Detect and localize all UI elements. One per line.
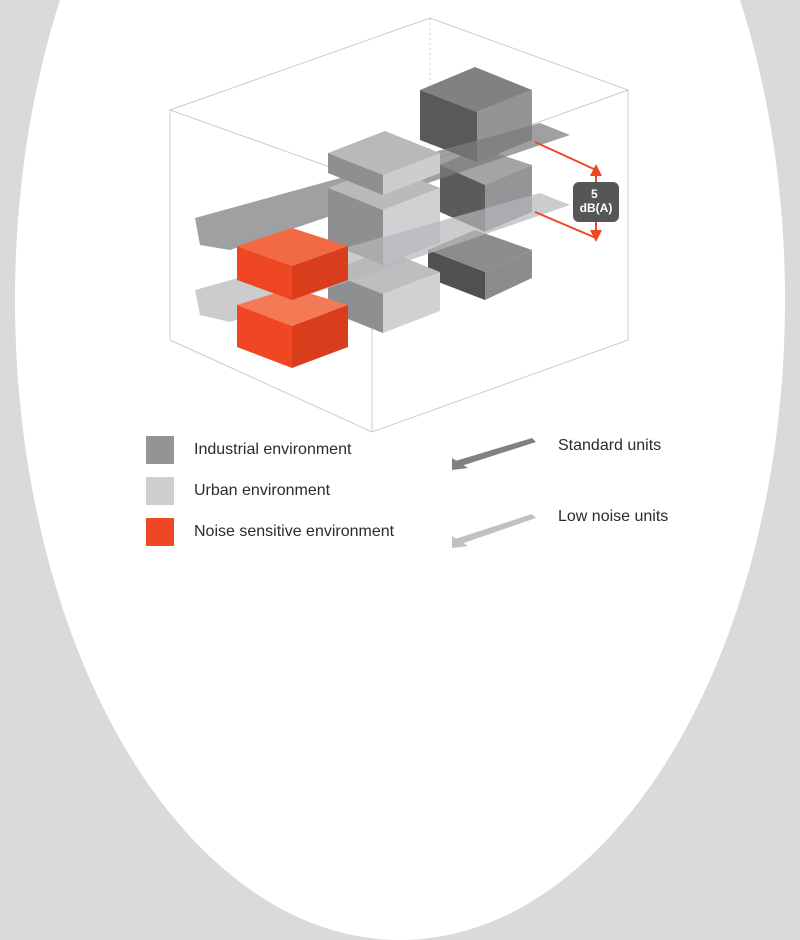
- noise-sensitive-cube-top: [237, 228, 348, 300]
- industrial-stack: [420, 67, 532, 300]
- db-badge-value: 5: [591, 187, 598, 201]
- svg-text:5 dB(A): 5 dB(A): [580, 187, 613, 215]
- db-difference-indicator: 5 dB(A): [534, 141, 619, 242]
- urban-cube-top: [328, 131, 440, 195]
- industrial-swatch: [146, 436, 174, 464]
- legend-item-noise-sensitive: Noise sensitive environment: [146, 518, 394, 546]
- standard-units-label: Standard units: [558, 437, 662, 454]
- legend-item-industrial: Industrial environment: [146, 436, 351, 464]
- legend-item-urban: Urban environment: [146, 477, 330, 505]
- db-badge-unit: dB(A): [580, 201, 613, 215]
- standard-units-arrow-icon: [452, 438, 536, 470]
- db-badge: [573, 182, 619, 222]
- legend-label: Urban environment: [194, 482, 331, 499]
- urban-stack: [328, 131, 440, 333]
- noise-sensitive-cube-bottom: [237, 288, 348, 368]
- noise-sensitive-swatch: [146, 518, 174, 546]
- urban-swatch: [146, 477, 174, 505]
- urban-cube-bottom: [328, 250, 440, 333]
- noise-levels-diagram: 5 dB(A): [169, 17, 629, 548]
- low-noise-units-label: Low noise units: [558, 508, 669, 525]
- low-noise-units-arrow-icon: [452, 514, 536, 548]
- legend-label: Noise sensitive environment: [194, 523, 395, 540]
- legend-label: Industrial environment: [194, 441, 352, 458]
- noise-sensitive-stack: [237, 228, 348, 368]
